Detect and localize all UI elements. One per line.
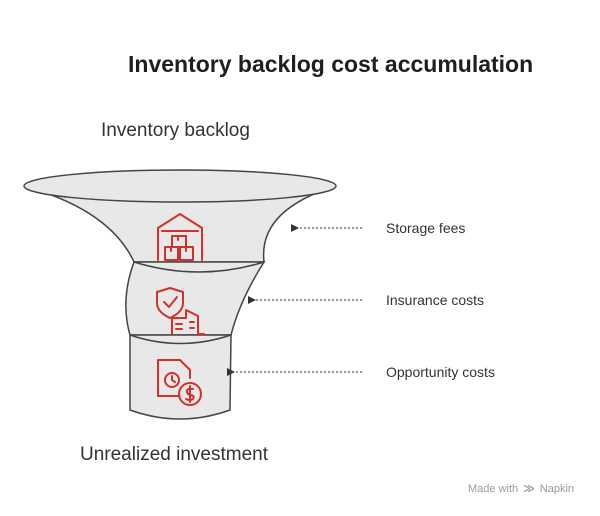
funnel-segment-insurance <box>125 261 266 336</box>
funnel-rim <box>23 169 337 203</box>
watermark-prefix: Made with <box>468 483 519 495</box>
divider-line <box>133 261 265 273</box>
shield-building-icon <box>156 287 205 335</box>
napkin-watermark[interactable]: Made with ≫ Napkin <box>468 482 574 495</box>
insurance-costs-label: Insurance costs <box>386 292 485 308</box>
divider-line <box>129 334 232 345</box>
document-clock-dollar-icon <box>157 359 202 406</box>
watermark-brand: Napkin <box>539 483 575 495</box>
opportunity-costs-label: Opportunity costs <box>386 364 495 380</box>
storage-fees-label: Storage fees <box>386 220 466 236</box>
warehouse-boxes-icon <box>157 213 203 261</box>
napkin-logo-icon: ≫ <box>523 483 535 495</box>
funnel-segment-opportunity <box>129 334 232 420</box>
funnel-top-label: Inventory backlog <box>101 120 250 141</box>
diagram-title: Inventory backlog cost accumulation <box>128 51 534 77</box>
funnel-bottom-label: Unrealized investment <box>80 444 268 465</box>
